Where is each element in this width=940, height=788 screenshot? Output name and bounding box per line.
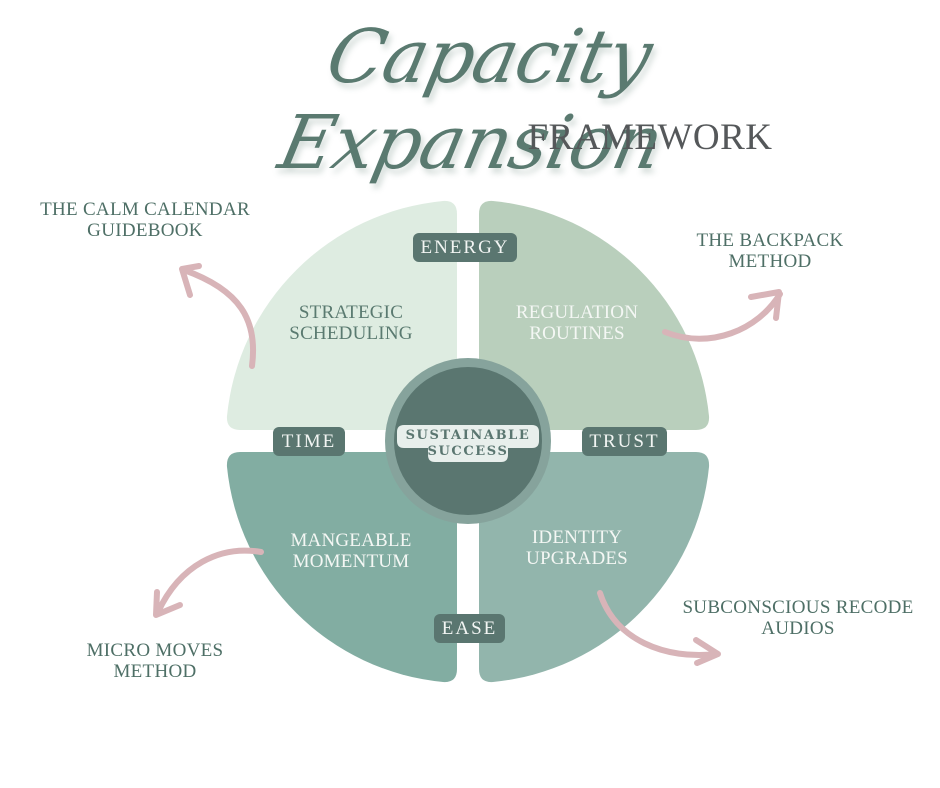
arrow-bottom-left-head-icon xyxy=(153,589,183,618)
resource-bottom-right-line2: AUDIOS xyxy=(761,618,835,639)
arrow-bottom-right-head-icon xyxy=(693,637,721,666)
center-label-line2: SUCCESS xyxy=(427,444,509,459)
quadrant-top-left-line1: STRATEGIC xyxy=(298,302,404,323)
quadrant-bottom-right-line2: UPGRADES xyxy=(526,548,628,569)
arrow-top-left-head-icon xyxy=(179,263,202,298)
resource-top-right-line1: THE BACKPACK xyxy=(696,230,844,251)
quadrant-bottom-left-shape xyxy=(226,452,457,683)
arrow-top-right-head-icon xyxy=(748,289,782,321)
resource-bottom-right-line1: SUBCONSCIOUS RECODE xyxy=(682,597,914,618)
arrow-bottom-left-icon xyxy=(155,547,264,615)
quadrant-top-left-line2: SCHEDULING xyxy=(289,323,413,344)
center-label-plate xyxy=(397,425,539,462)
quadrant-bottom-left-label: MANGEABLE MOMENTUM xyxy=(266,530,436,572)
quadrant-bottom-right-shape xyxy=(479,452,710,683)
quadrant-bottom-right-label: IDENTITY UPGRADES xyxy=(492,527,662,569)
resource-bottom-left: MICRO MOVES METHOD xyxy=(70,640,240,682)
pillar-time: TIME xyxy=(273,427,345,456)
quadrant-top-right-line2: ROUTINES xyxy=(529,323,625,344)
arrow-top-left-icon xyxy=(181,267,256,369)
arrow-bottom-right-icon xyxy=(597,590,720,658)
pillar-energy: ENERGY xyxy=(413,233,517,262)
quadrant-top-right-shape xyxy=(479,200,710,430)
quadrant-bottom-left-line1: MANGEABLE xyxy=(290,530,412,551)
arrows xyxy=(153,263,783,666)
arrow-top-right-icon xyxy=(662,291,783,342)
center-label-line1: SUSTAINABLE xyxy=(405,428,531,443)
resource-top-right: THE BACKPACK METHOD xyxy=(690,230,850,272)
resource-top-left-line1: THE CALM CALENDAR xyxy=(40,199,250,220)
quadrant-top-left-label: STRATEGIC SCHEDULING xyxy=(266,302,436,344)
resource-top-left: THE CALM CALENDAR GUIDEBOOK xyxy=(30,199,260,241)
pillar-ease: EASE xyxy=(434,614,505,643)
quadrant-top-right-label: REGULATION ROUTINES xyxy=(492,302,662,344)
pillar-trust: TRUST xyxy=(582,427,667,456)
resource-bottom-left-line2: METHOD xyxy=(113,661,197,682)
resource-top-right-line2: METHOD xyxy=(728,251,812,272)
quadrant-bottom-left-line2: MOMENTUM xyxy=(292,551,410,572)
resource-top-left-line2: GUIDEBOOK xyxy=(87,220,203,241)
quadrant-bottom-right-line1: IDENTITY xyxy=(531,527,623,548)
center-label: SUSTAINABLE SUCCESS xyxy=(397,428,539,460)
quadrant-top-right-line1: REGULATION xyxy=(515,302,639,323)
resource-bottom-right: SUBCONSCIOUS RECODE AUDIOS xyxy=(676,597,920,639)
title-subtitle: FRAMEWORK xyxy=(527,117,773,158)
quadrant-top-left-shape xyxy=(226,200,457,430)
resource-bottom-left-line1: MICRO MOVES xyxy=(86,640,224,661)
